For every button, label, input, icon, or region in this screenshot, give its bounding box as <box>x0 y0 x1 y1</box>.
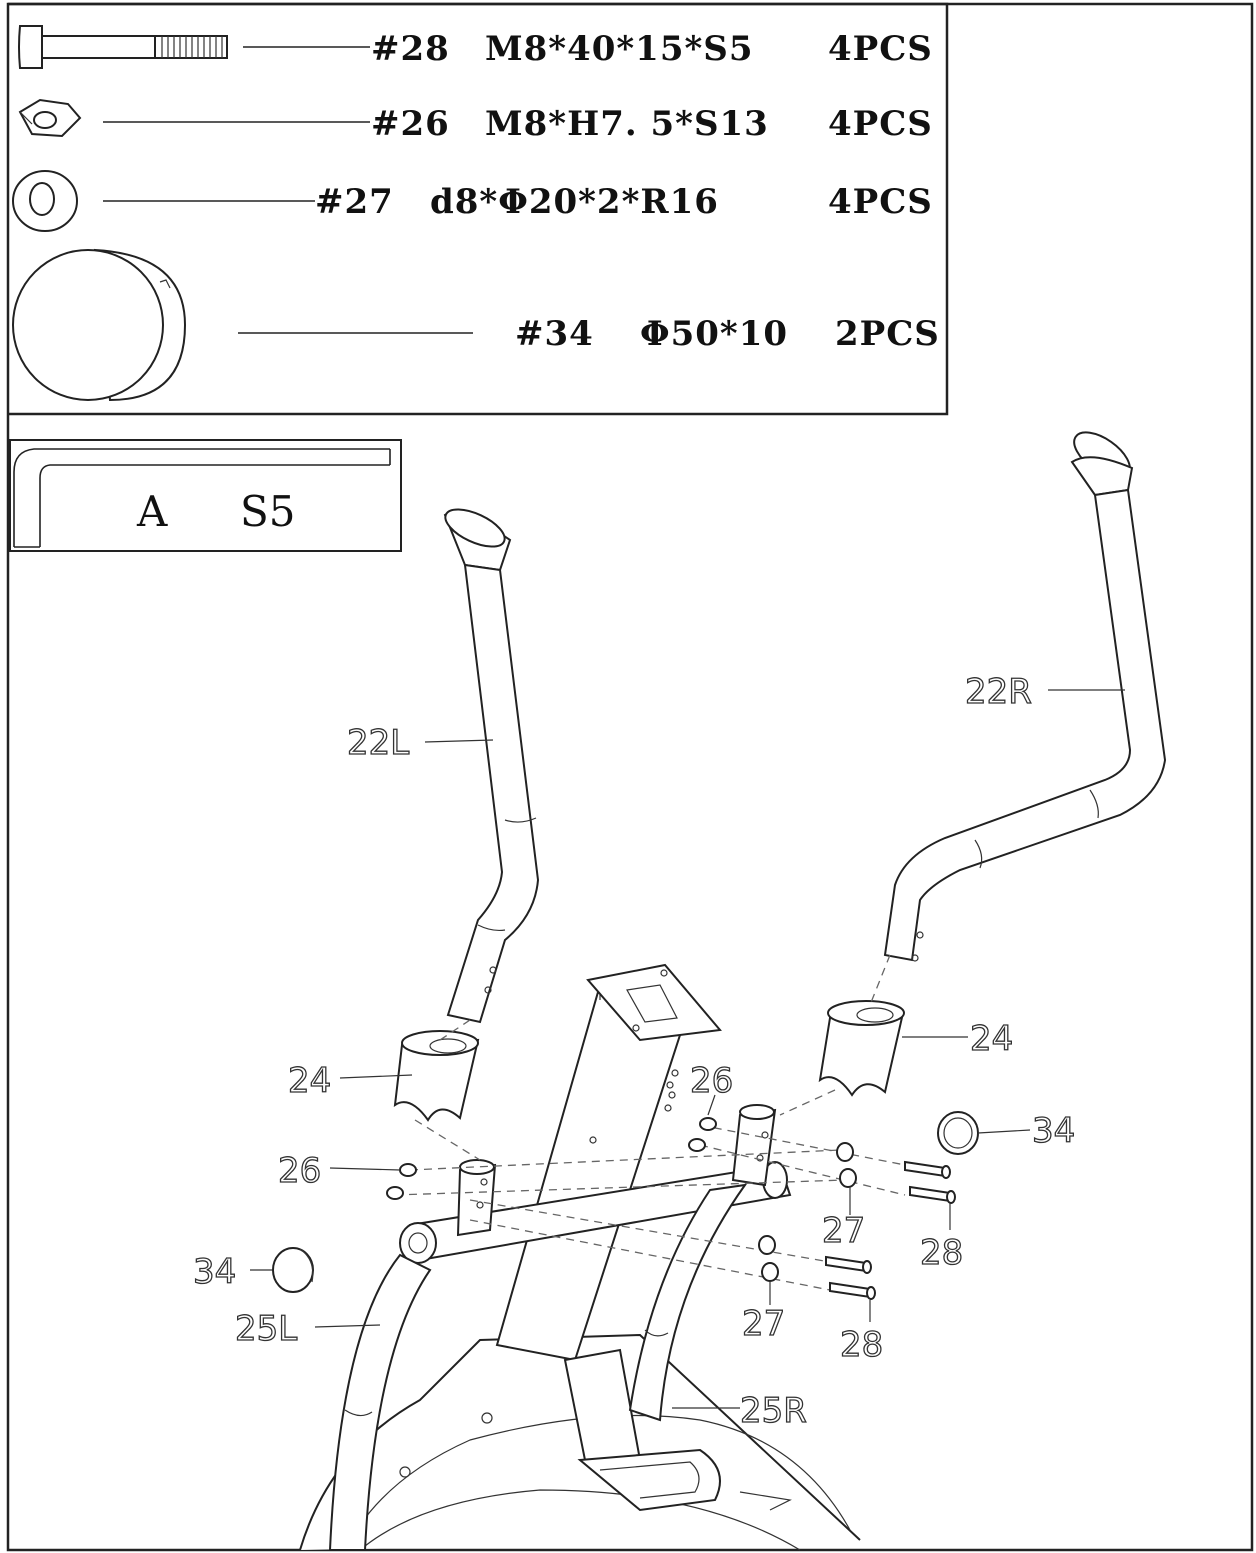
handlebar-22L <box>443 508 540 1024</box>
sleeve-24-right <box>818 1000 905 1097</box>
hardware-spec: d8*Φ20*2*R16 <box>430 182 719 222</box>
washers-27-upper <box>836 1142 857 1188</box>
callouts: 22L 22R 24 24 26 26 34 34 27 27 28 28 25… <box>192 671 1076 1431</box>
end-cap-icon <box>12 248 187 402</box>
tool-size: S5 <box>240 487 296 536</box>
hardware-row-26: #26 M8*H7. 5*S13 4PCS <box>18 98 933 144</box>
hardware-spec: M8*40*15*S5 <box>485 29 753 69</box>
nut-26-right <box>688 1117 717 1152</box>
end-cap-34-right <box>937 1111 979 1155</box>
callout-24-right: 24 <box>970 1019 1013 1059</box>
hardware-row-34: #34 Φ50*10 2PCS <box>12 248 940 402</box>
cross-tube <box>399 1161 792 1264</box>
callout-26-right: 26 <box>690 1061 733 1101</box>
callout-22L: 22L <box>347 723 409 763</box>
callout-34-right: 34 <box>1032 1111 1075 1151</box>
bolts-28-upper <box>904 1160 956 1204</box>
assembly-paths <box>394 954 906 1291</box>
callout-28-lower: 28 <box>840 1325 883 1365</box>
hardware-row-28: #28 M8*40*15*S5 4PCS <box>18 25 933 69</box>
hardware-row-27: #27 d8*Φ20*2*R16 4PCS <box>12 170 933 232</box>
bolt-icon <box>18 25 228 69</box>
hardware-list: #28 M8*40*15*S5 4PCS #26 M8*H7. 5*S13 4P… <box>8 2 949 416</box>
hardware-spec: M8*H7. 5*S13 <box>485 104 769 144</box>
callout-27-upper: 27 <box>822 1211 865 1251</box>
tool-box: A S5 <box>9 439 402 552</box>
hardware-qty: 4PCS <box>828 182 933 222</box>
hardware-number: #27 <box>315 182 394 222</box>
center-column <box>495 963 722 1512</box>
hardware-qty: 4PCS <box>828 29 933 69</box>
hardware-qty: 2PCS <box>835 314 940 354</box>
callout-28-upper: 28 <box>920 1233 963 1273</box>
callout-25L: 25L <box>235 1309 297 1349</box>
callout-25R: 25R <box>740 1391 807 1431</box>
callout-27-lower: 27 <box>742 1304 785 1344</box>
hardware-qty: 4PCS <box>828 104 933 144</box>
arm-25L <box>328 1159 497 1551</box>
allen-key-icon <box>13 448 391 548</box>
bolts-28-lower <box>825 1255 876 1300</box>
hardware-spec: Φ50*10 <box>640 314 788 354</box>
end-cap-34-left <box>272 1247 314 1293</box>
hardware-number: #26 <box>371 104 450 144</box>
hardware-number: #34 <box>515 314 594 354</box>
washers-27-lower <box>758 1235 779 1282</box>
handlebar-22R <box>883 431 1167 962</box>
sleeve-24-left <box>393 1030 480 1122</box>
callout-22R: 22R <box>965 672 1032 712</box>
tool-letter: A <box>136 487 168 536</box>
hardware-number: #28 <box>371 29 450 69</box>
nut-icon <box>18 98 82 138</box>
page-frame <box>6 2 1254 1552</box>
exploded-view: 22L 22R 24 24 26 26 34 34 27 27 28 28 25… <box>192 431 1167 1551</box>
leader-lines <box>250 689 1125 1409</box>
callout-34-left: 34 <box>193 1252 236 1292</box>
washer-icon <box>12 170 78 232</box>
callout-24-left: 24 <box>288 1061 331 1101</box>
callout-26-left: 26 <box>278 1151 321 1191</box>
arm-25R <box>628 1104 777 1422</box>
